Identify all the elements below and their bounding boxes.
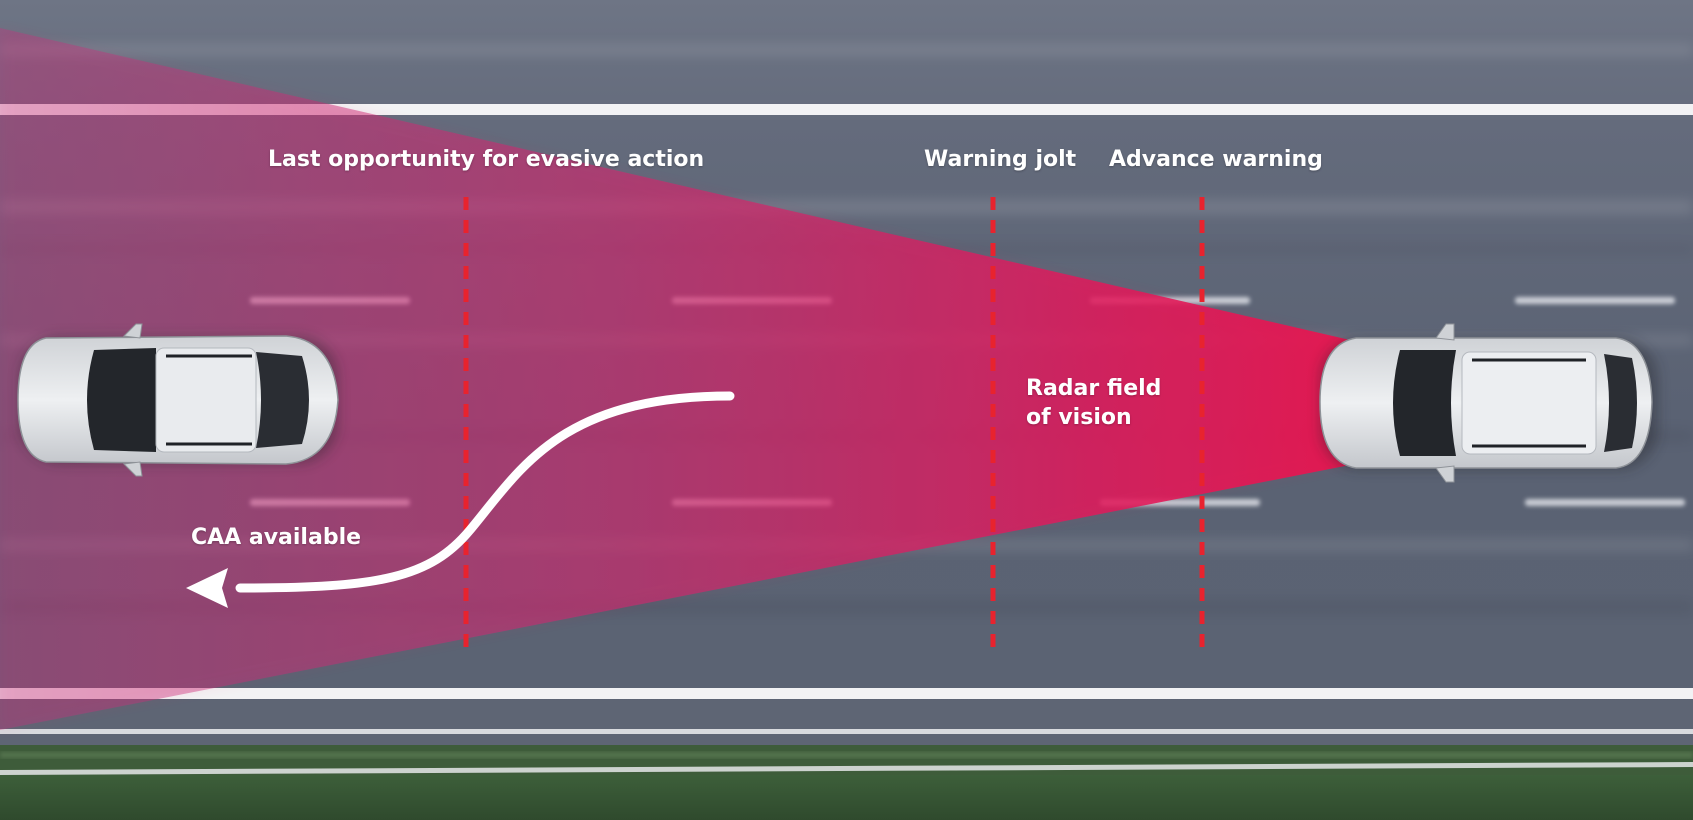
label-radar-field: Radar field of vision bbox=[1026, 374, 1161, 432]
top-lane-line bbox=[0, 104, 1693, 115]
label-warning-jolt: Warning jolt bbox=[924, 147, 1077, 172]
label-radar-line2: of vision bbox=[1026, 405, 1132, 430]
shoulder-line bbox=[0, 729, 1693, 734]
car-top-view-icon bbox=[17, 323, 339, 477]
bottom-lane-line bbox=[0, 688, 1693, 699]
distance-markers bbox=[463, 197, 1205, 655]
label-radar-line1: Radar field bbox=[1026, 376, 1162, 401]
grass-field bbox=[0, 775, 1693, 820]
label-caa-available: CAA available bbox=[191, 525, 362, 550]
curved-arrow-left-icon bbox=[186, 391, 735, 608]
car-top-view-icon bbox=[1319, 323, 1658, 483]
shoulder bbox=[0, 700, 1693, 745]
label-advance-warning: Advance warning bbox=[1109, 147, 1323, 172]
label-last-opportunity: Last opportunity for evasive action bbox=[268, 147, 705, 172]
edge-line bbox=[0, 762, 1693, 775]
